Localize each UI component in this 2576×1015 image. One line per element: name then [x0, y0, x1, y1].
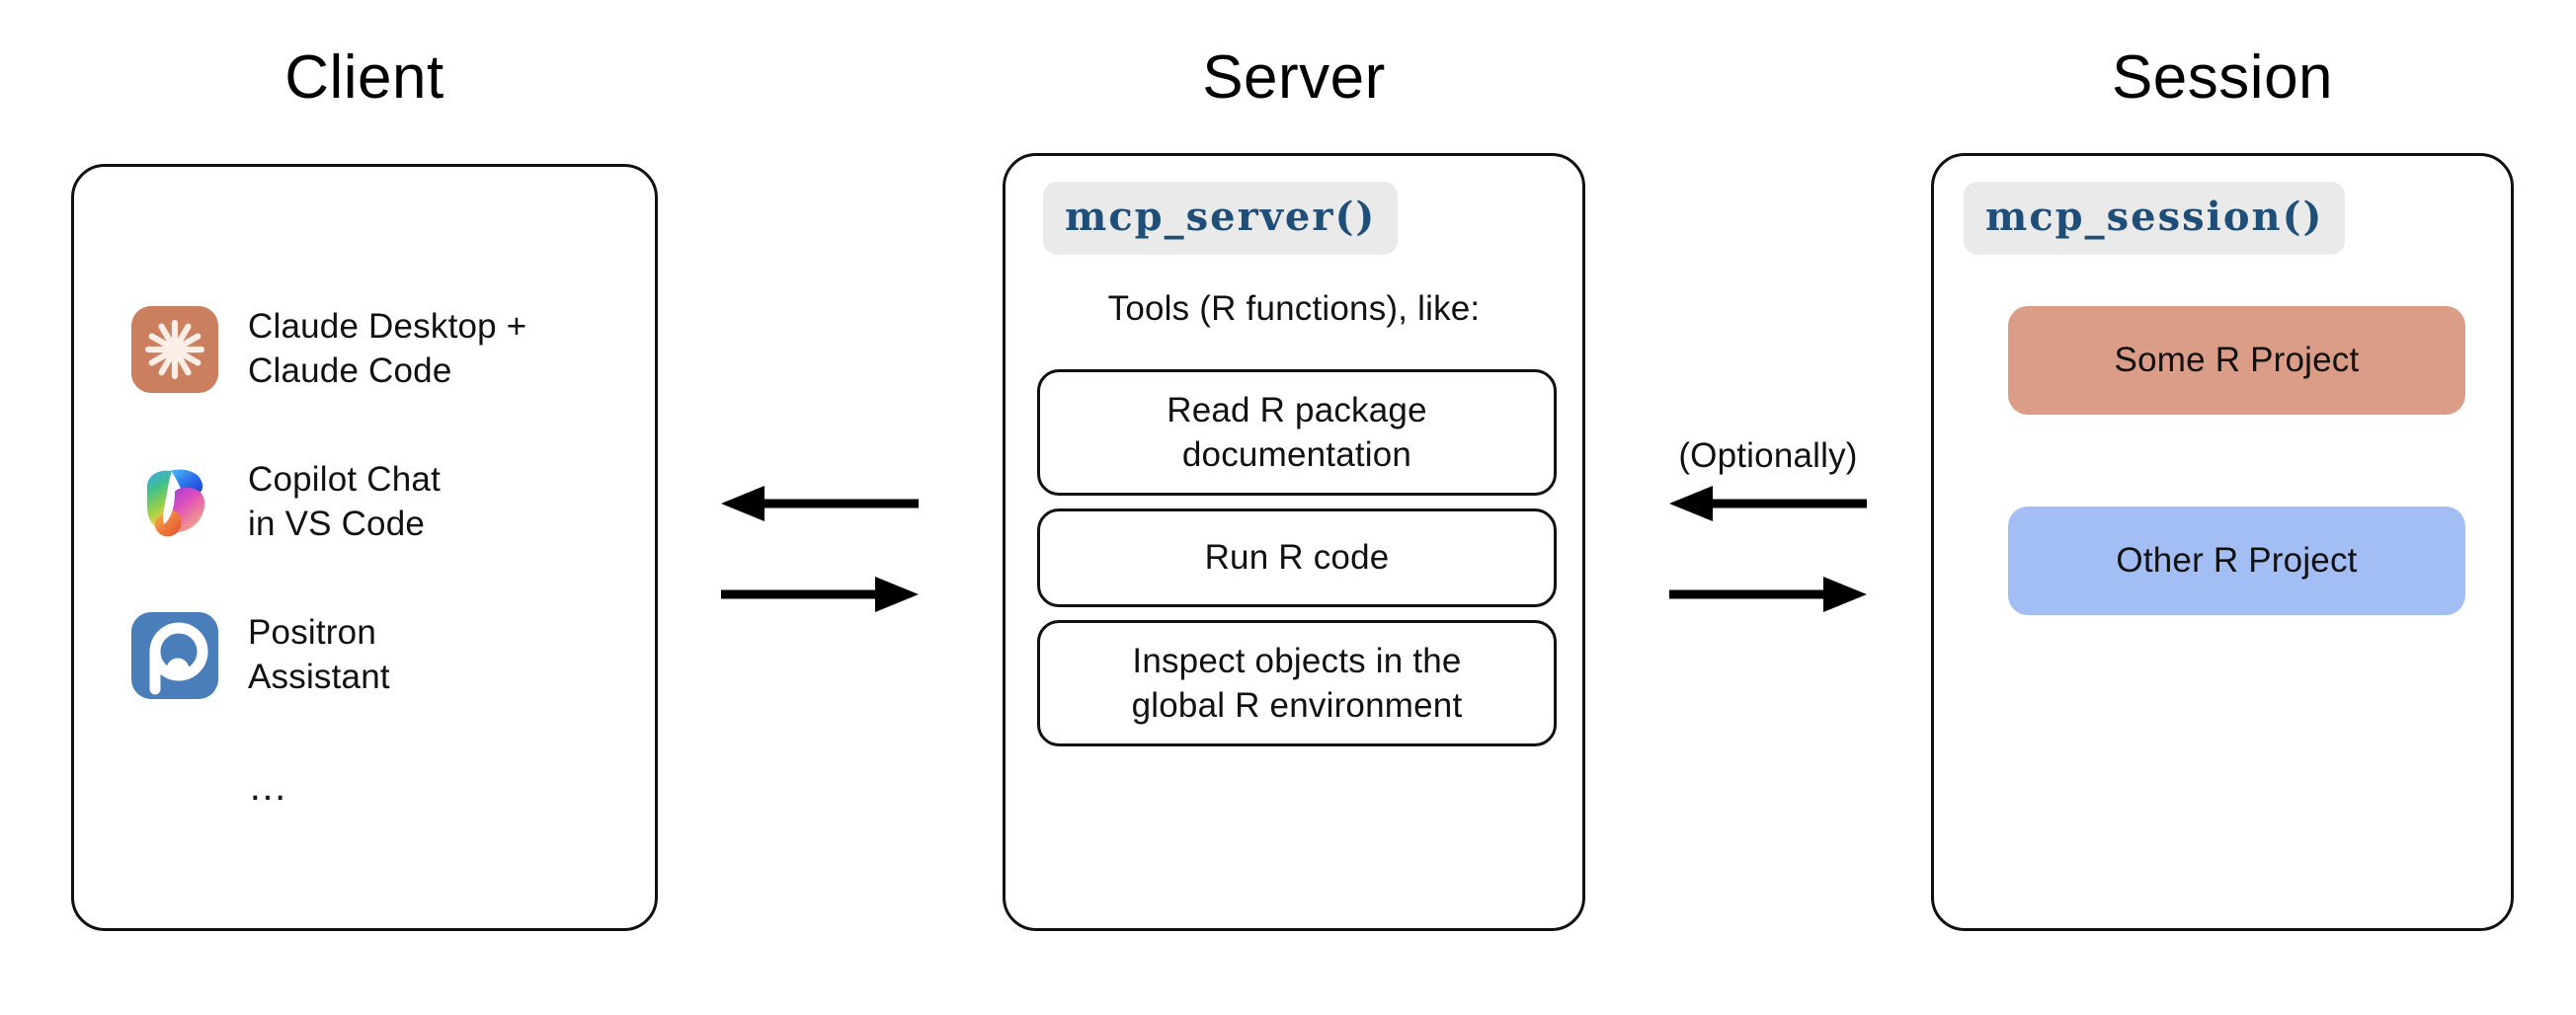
tool-box-read-documentation[interactable]: Read R package documentation	[1037, 369, 1557, 496]
client-panel: Claude Desktop + Claude Code	[71, 164, 658, 931]
tools-caption: Tools (R functions), like:	[1107, 289, 1481, 328]
client-item-label: Positron Assistant	[248, 613, 390, 696]
session-panel: mcp_session() Some R Project Other R Pro…	[1931, 153, 2514, 931]
column-title-session: Session	[2111, 43, 2334, 112]
client-item-label: Claude Desktop + Claude Code	[248, 307, 527, 390]
positron-icon	[131, 611, 218, 699]
tool-box-run-r-code[interactable]: Run R code	[1037, 508, 1557, 607]
client-more-ellipsis: …	[248, 765, 292, 809]
client-item-copilot: Copilot Chat in VS Code	[131, 458, 441, 547]
server-panel: mcp_server() Tools (R functions), like: …	[1003, 153, 1585, 931]
arrow-session-to-server	[1669, 484, 1867, 553]
column-title-client: Client	[284, 43, 444, 112]
client-item-label: Copilot Chat in VS Code	[248, 460, 442, 543]
connector-server-session	[1669, 484, 1867, 644]
column-title-server: Server	[1202, 43, 1386, 112]
arrow-server-to-client	[721, 484, 919, 553]
arrow-client-to-server	[721, 575, 919, 644]
connector-client-server	[721, 484, 919, 644]
client-item-claude: Claude Desktop + Claude Code	[131, 305, 526, 394]
tool-box-inspect-objects[interactable]: Inspect objects in the global R environm…	[1037, 620, 1557, 746]
session-project-some-r-project[interactable]: Some R Project	[2008, 306, 2465, 415]
optionally-label: (Optionally)	[1678, 436, 1858, 475]
client-item-positron: Positron Assistant	[131, 611, 390, 700]
mcp-server-function-badge: mcp_server()	[1043, 182, 1399, 255]
mcp-session-function-badge: mcp_session()	[1964, 182, 2346, 255]
copilot-icon	[131, 459, 218, 546]
claude-icon	[131, 305, 218, 393]
arrow-server-to-session	[1669, 575, 1867, 644]
session-project-other-r-project[interactable]: Other R Project	[2008, 507, 2465, 615]
